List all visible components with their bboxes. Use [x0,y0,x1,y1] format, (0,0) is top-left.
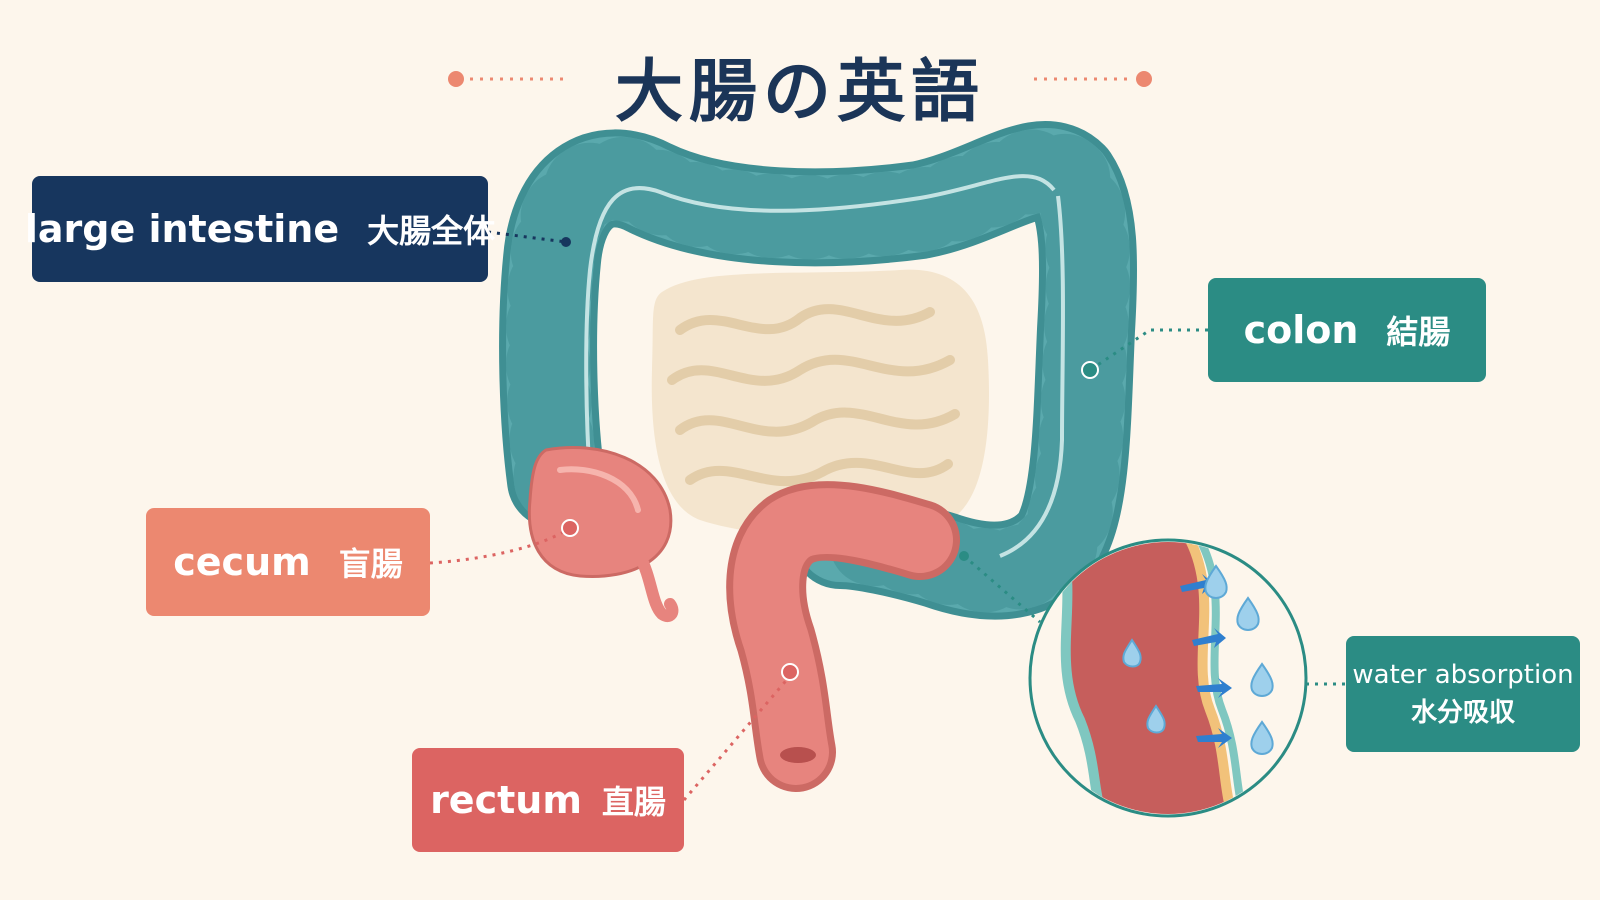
label-colon-en: colon [1243,308,1359,352]
anchor-dot-rectum [781,663,799,681]
title-decoration-left [448,71,570,87]
title-decoration-right [1034,71,1152,87]
small-intestine [651,269,990,537]
label-large-intestine-jp: 大腸全体 [367,212,496,250]
cecum-shape [527,446,679,622]
label-large-intestine: large intestine 大腸全体 [25,176,495,282]
colon-body [499,121,1138,620]
label-colon: colon 結腸 [1208,278,1486,382]
label-water-absorption: water absorption 水分吸収 [1346,636,1580,752]
rectum-shape [726,481,960,792]
leader-rectum [682,675,792,801]
leader-lines [429,230,1346,801]
label-rectum-en: rectum [430,778,582,822]
leader-zoom [963,554,1041,624]
leader-colon [1089,328,1208,372]
anchor-dot-zoom [959,551,969,561]
anchor-dot-cecum [561,519,579,537]
label-cecum-jp: 盲腸 [338,545,403,583]
anchor-dot-colon [1081,361,1099,379]
leader-large-intestine [487,230,567,244]
label-large-intestine-en: large intestine [24,207,340,251]
page-title: 大腸の英語 [614,53,985,132]
label-cecum: cecum 盲腸 [146,508,430,616]
label-cecum-en: cecum [173,540,311,584]
label-water-absorption-en: water absorption [1352,660,1574,690]
water-absorption-zoom [1028,538,1308,818]
label-colon-jp: 結腸 [1386,313,1451,351]
label-water-absorption-jp: 水分吸収 [1410,698,1515,728]
label-rectum-jp: 直腸 [601,783,666,821]
label-rectum: rectum 直腸 [412,748,684,852]
anchor-dot-large-intestine [561,237,571,247]
